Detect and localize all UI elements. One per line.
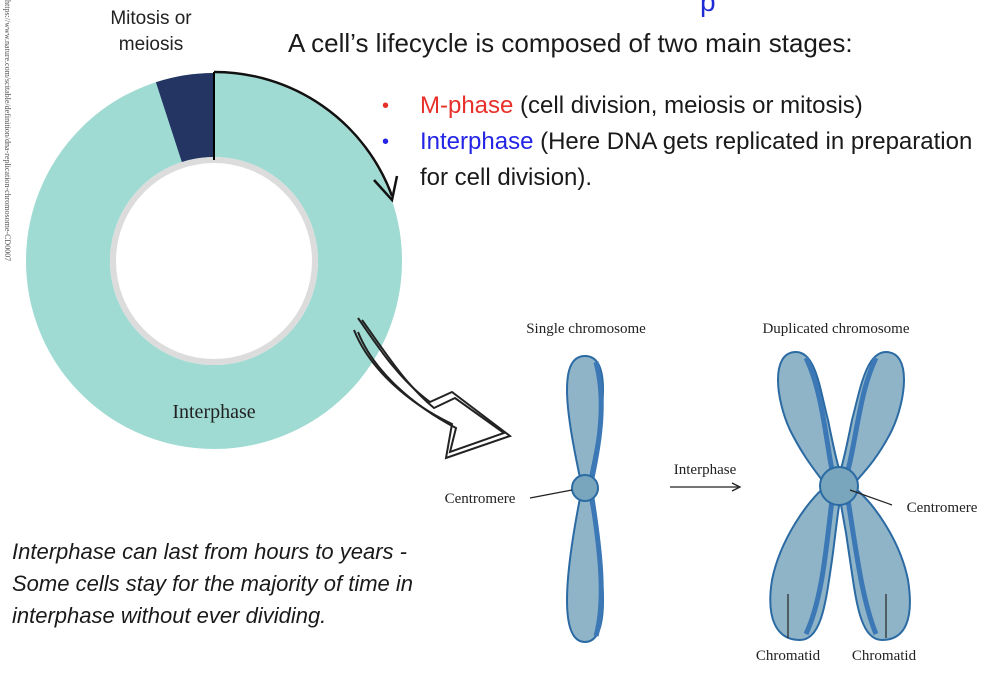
sketch-arrow	[353, 317, 513, 460]
single-centromere	[571, 474, 599, 502]
mitosis-meiosis-label: Mitosis or meiosis	[110, 8, 192, 55]
centromere-label-left: Centromere	[445, 491, 516, 507]
bullet-dot-blue: •	[382, 131, 390, 153]
chromatid-label-right: Chromatid	[852, 648, 917, 664]
bullet-m-phase: • M-phase (cell division, meiosis or mit…	[380, 88, 992, 124]
stage-bullets: • M-phase (cell division, meiosis or mit…	[380, 88, 992, 196]
centromere-label-right: Centromere	[907, 500, 978, 516]
bullet-interphase: • Interphase (Here DNA gets replicated i…	[380, 124, 992, 196]
m-phase-term: M-phase	[420, 92, 514, 119]
interphase-arrow-label: Interphase	[674, 462, 737, 478]
m-phase-segment	[155, 73, 214, 163]
inner-ring-outline	[110, 157, 318, 365]
single-chromosome: Centromere	[445, 354, 604, 644]
interphase-transition: Interphase	[670, 462, 742, 492]
title-fragment: p	[700, 0, 716, 17]
duplicated-chromosome-title: Duplicated chromosome	[762, 321, 909, 337]
lifecycle-intro: A cell’s lifecycle is composed of two ma…	[288, 28, 853, 58]
chromatid-label-left: Chromatid	[756, 648, 821, 664]
m-phase-desc: (cell division, meiosis or mitosis)	[513, 92, 863, 119]
interphase-term: Interphase	[420, 128, 534, 155]
interphase-desc: (Here DNA gets replicated in preparation…	[420, 128, 973, 191]
duplicated-centromere	[819, 466, 859, 506]
source-url: https://www.nature.com/scitable/definiti…	[3, 0, 12, 262]
interphase-ring-label: Interphase	[172, 401, 255, 423]
single-chromosome-title: Single chromosome	[526, 321, 646, 337]
cycle-direction-arrow	[213, 70, 399, 203]
bullet-dot-red: •	[382, 95, 390, 117]
interphase-footnote: Interphase can last from hours to years …	[12, 539, 414, 628]
duplicated-chromosome: Centromere Chromatid Chromatid	[756, 350, 978, 664]
cell-cycle-donut: Interphase	[26, 72, 402, 449]
